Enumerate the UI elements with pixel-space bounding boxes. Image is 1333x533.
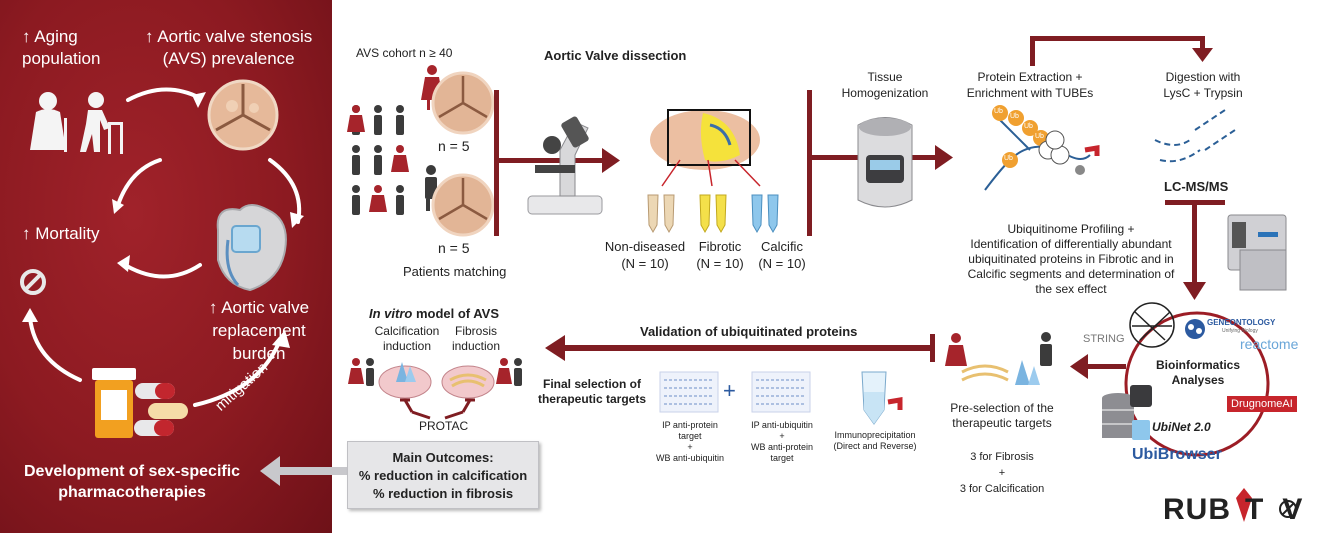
geneontology-icon [1185,319,1205,339]
cohort-title: AVS cohort n ≥ 40 [356,46,453,60]
bioinformatics-title: Bioinformatics Analyses [1155,358,1240,387]
ubinet-label: UbiNet 2.0 [1152,420,1211,434]
development-label: Development of sex-specific pharmacother… [24,463,241,501]
bracket-arrow-1 [494,90,620,236]
validation-arrow [545,334,935,362]
ub-label-1: Ub [994,108,1003,115]
loop-arrow [1030,36,1213,66]
fibers-crystals-icon [961,360,1040,385]
outcomes-fibrosis: % reduction in fibrosis [372,486,514,501]
ip-method-1: IP anti-protein target + WB anti-ubiquit… [655,420,725,463]
digestion-label: Digestion with LysC + Trypsin [1163,70,1243,100]
profiling-label: Ubiquitinome Profiling + Identification … [967,222,1175,296]
patients-matching: Patients matching [403,264,507,279]
cohort-people-icon [347,65,495,237]
sample-tubes [647,194,779,234]
prohibited-icon [20,269,46,295]
western-blot-2 [751,371,811,413]
medication-icon [92,368,188,438]
female-count: n = 5 [438,138,470,154]
homogenizer-icon [857,117,913,208]
ip-method-2: IP anti-ubiquitin + WB anti-protein targ… [750,420,814,463]
immunoprecipitation-tube-icon [861,371,903,425]
geneontology-label: GENEONTOLOGY [1207,318,1276,327]
rubitov-logo-gem [1236,488,1297,522]
blot-plus: + [723,378,736,403]
ub-label-5: Ub [1004,155,1013,162]
group-fibrotic: Fibrotic (N = 10) [696,239,744,271]
group-calcific: Calcific (N = 10) [758,239,806,271]
ub-label-4: Ub [1035,133,1044,140]
final-selection-label: Final selection of therapeutic targets [537,377,647,406]
string-label: STRING [1083,333,1125,345]
male-count: n = 5 [438,240,470,256]
aging-label: ↑ Aging population [22,27,101,68]
reactome-label: reactome [1240,336,1299,352]
immunoprecipitation-label: Immunoprecipitation (Direct and Reverse) [833,430,917,451]
drugnome-label: DrugnomeAI [1227,396,1297,412]
arrow-mitigation [193,338,282,407]
protac-label: PROTAC [419,419,469,433]
extraction-label: Protein Extraction + Enrichment with TUB… [966,70,1094,100]
arrow-heart-to-mortality [123,263,202,279]
database-icon [1102,385,1152,440]
dissection-title: Aortic Valve dissection [544,48,687,63]
geneontology-sublabel: Unifying Biology [1222,328,1258,334]
calcification-induction-label: Calcification induction [374,324,440,353]
main-outcomes-box: Main Outcomes: % reduction in calcificat… [347,441,539,509]
preselection-counts: 3 for Fibrosis + 3 for Calcification [959,451,1045,495]
ubiquitin-chain-icon [984,105,1100,191]
left-panel-graphics [20,79,304,438]
elderly-people-icon [30,92,123,154]
in-vitro-model-icons [348,358,522,420]
avs-prevalence-label: ↑ Aortic valve stenosis (AVS) prevalence [145,27,313,68]
in-vitro-title: In vitro model of AVS [369,306,500,321]
outcomes-title: Main Outcomes: [392,450,494,465]
western-blot-1 [659,371,719,413]
stenotic-valve-icon [207,79,279,151]
bioinformatics-circle [1124,311,1270,457]
outcomes-arrow [260,456,348,486]
dissected-valve-image [650,109,761,187]
microscope-icon [527,116,603,215]
ub-label-2: Ub [1010,113,1019,120]
heart-valve-icon [216,204,287,292]
mass-spectrometer-icon [1227,214,1287,291]
arrow-pills-to-ban [28,316,82,382]
outcomes-calcification: % reduction in calcification [358,468,528,483]
validation-title: Validation of ubiquitinated proteins [640,324,858,339]
fibrosis-induction-label: Fibrosis induction [451,324,501,353]
lcms-arrow [1165,200,1225,300]
preselection-title: Pre-selection of the therapeutic targets [950,401,1054,430]
homogenization-label: Tissue Homogenization [841,70,929,100]
left-panel: ↑ Aging population ↑ Aortic valve stenos… [0,0,332,533]
replacement-burden-label: ↑ Aortic valve replacement burden [208,298,310,363]
arrow-to-mortality [116,158,162,207]
peptide-fragments [1154,109,1236,163]
ub-label-3: Ub [1024,123,1033,130]
ubibrowser-label: UbiBrowser [1132,446,1222,463]
bioinfo-to-preselection-arrow [1070,354,1126,379]
lcms-label: LC-MS/MS [1164,179,1229,194]
string-network-icon [1129,302,1175,348]
mortality-label: ↑ Mortality [22,224,100,243]
group-non-diseased: Non-diseased (N = 10) [604,239,686,271]
preselection-people-icon [945,332,1052,366]
